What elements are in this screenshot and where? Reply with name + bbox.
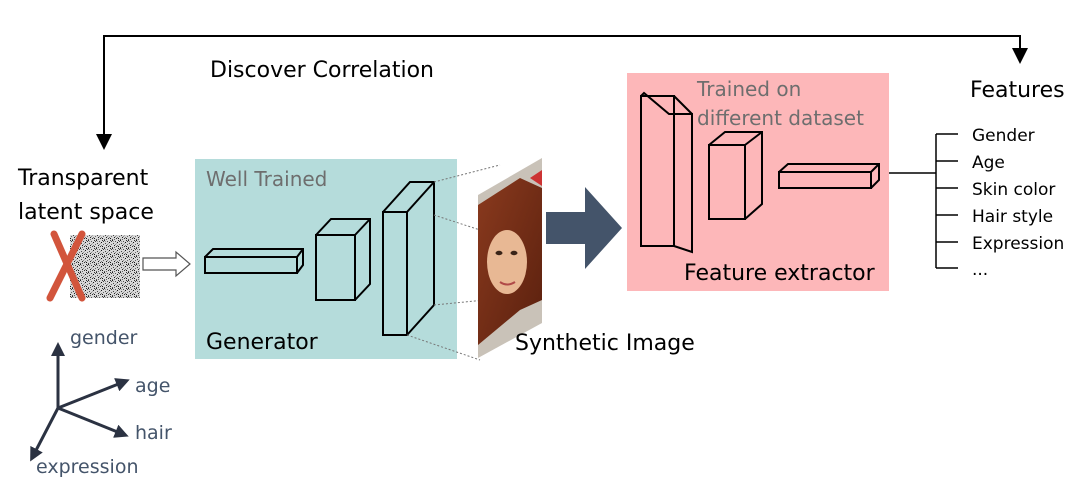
face-corner-mark	[530, 170, 542, 186]
generator-panel: Well Trained Generator	[195, 159, 501, 361]
feature-item: Gender	[972, 126, 1035, 146]
axis-arrow-hair	[57, 406, 129, 438]
face-skin	[487, 230, 527, 294]
axis-label-hair: hair	[135, 422, 172, 444]
extractor-background	[627, 73, 889, 291]
generator-layer-1	[204, 248, 304, 274]
x-mark-icon	[46, 230, 86, 302]
feature-item: Age	[972, 153, 1005, 173]
synthetic-image-label: Synthetic Image	[515, 331, 695, 356]
feature-item: Expression	[972, 234, 1064, 254]
latent-title-line1: Transparent	[17, 166, 149, 191]
feature-item: ...	[972, 260, 988, 280]
synthetic-image: Synthetic Image	[478, 158, 695, 358]
axis-arrow-age	[57, 378, 130, 410]
loop-arrowhead-right	[1012, 48, 1028, 64]
loop-arrowhead-left	[96, 134, 112, 150]
latent-axes: gender age hair expression	[30, 327, 172, 478]
generator-header: Well Trained	[206, 167, 327, 191]
feature-item: Hair style	[972, 207, 1053, 227]
extractor-layer-1	[640, 91, 693, 254]
latent-title-line2: latent space	[18, 200, 154, 225]
axis-arrow-expression	[30, 407, 60, 462]
extractor-layer-3	[778, 163, 880, 189]
face-mouth	[499, 281, 516, 286]
noise-image	[70, 235, 140, 298]
axis-label-age: age	[135, 375, 170, 397]
correlation-loop: Discover Correlation	[96, 35, 1028, 150]
extractor-panel: Trained on different dataset Feature ext…	[627, 73, 889, 291]
feature-item: Skin color	[972, 180, 1055, 200]
face-eye-left	[495, 250, 503, 256]
face-eye-right	[510, 250, 518, 256]
extractor-layer-2	[708, 131, 763, 220]
features-list: Features Gender Age Skin color Hair styl…	[889, 78, 1065, 280]
extractor-name: Feature extractor	[684, 261, 876, 286]
axis-label-gender: gender	[70, 327, 138, 349]
hollow-arrow-icon	[142, 250, 191, 278]
discover-correlation-label: Discover Correlation	[210, 58, 434, 83]
features-title: Features	[970, 78, 1065, 103]
extractor-header-line2: different dataset	[697, 106, 864, 130]
generator-layer-2	[315, 218, 371, 301]
features-ticks	[936, 133, 958, 269]
axis-label-expression: expression	[36, 456, 139, 478]
latent-space: Transparent latent space	[17, 166, 191, 302]
projection-lines	[406, 164, 501, 361]
big-arrow-icon	[546, 187, 622, 269]
generator-background	[195, 159, 457, 359]
extractor-header-line1: Trained on	[696, 77, 801, 101]
generator-name: Generator	[206, 330, 319, 355]
